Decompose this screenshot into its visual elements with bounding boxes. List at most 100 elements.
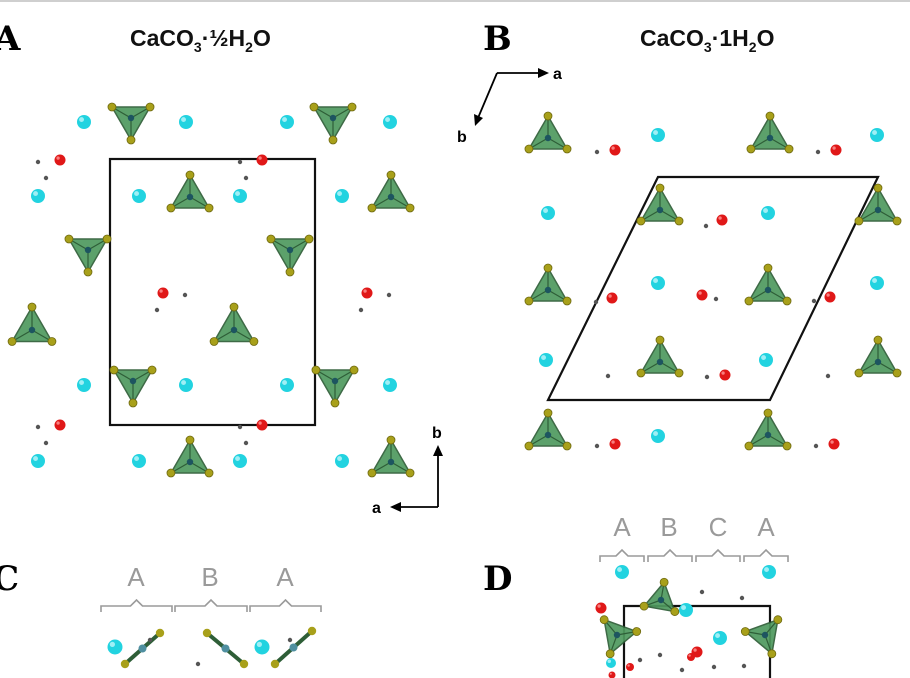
carbonate-triangle-icon xyxy=(740,615,783,659)
panel-d-stack-label-4: A xyxy=(757,512,775,542)
panel-a-formula: CaCO3·½H2O xyxy=(130,25,271,55)
carbonate-triangle-icon xyxy=(524,111,572,154)
water-oxygen-atom-icon xyxy=(54,419,66,431)
hydrogen-atom-icon xyxy=(713,296,719,302)
hydrogen-atom-icon xyxy=(243,440,249,446)
carbonate-triangle-icon xyxy=(107,102,155,145)
panel-d-unit-cell xyxy=(622,604,772,678)
stacking-brace xyxy=(695,548,741,562)
hydrogen-atom-icon xyxy=(815,149,821,155)
hydrogen-atom-icon xyxy=(35,424,41,430)
calcium-atom-icon xyxy=(651,429,665,443)
hydrogen-atom-icon xyxy=(739,595,745,601)
carbonate-triangle-icon xyxy=(744,263,792,306)
calcium-atom-icon xyxy=(335,189,349,203)
panel-c-stack-label-1: A xyxy=(127,562,145,592)
calcium-atom-icon xyxy=(651,128,665,142)
calcium-atom-icon xyxy=(77,115,91,129)
calcium-atom-icon xyxy=(107,639,123,655)
calcium-atom-icon xyxy=(233,454,247,468)
calcium-atom-icon xyxy=(335,454,349,468)
carbonate-triangle-icon xyxy=(311,365,359,408)
water-oxygen-atom-icon xyxy=(824,291,836,303)
calcium-atom-icon xyxy=(759,353,773,367)
hydrogen-atom-icon xyxy=(35,159,41,165)
water-oxygen-atom-icon xyxy=(609,144,621,156)
water-oxygen-atom-icon xyxy=(716,214,728,226)
hydrogen-atom-icon xyxy=(237,159,243,165)
calcium-atom-icon xyxy=(179,115,193,129)
calcium-atom-icon xyxy=(280,378,294,392)
calcium-atom-icon xyxy=(606,658,616,668)
calcium-atom-icon xyxy=(254,639,270,655)
carbonate-triangle-icon xyxy=(64,234,112,277)
water-oxygen-atom-icon xyxy=(608,671,616,678)
carbonate-triangle-icon xyxy=(854,335,902,378)
calcium-atom-icon xyxy=(762,565,776,579)
hydrogen-atom-icon xyxy=(637,657,643,663)
panel-c-label: C xyxy=(0,559,19,599)
water-oxygen-atom-icon xyxy=(719,369,731,381)
carbonate-triangle-icon xyxy=(744,408,792,451)
hydrogen-atom-icon xyxy=(811,298,817,304)
water-oxygen-atom-icon xyxy=(830,144,842,156)
hydrogen-atom-icon xyxy=(386,292,392,298)
water-oxygen-atom-icon xyxy=(595,602,607,614)
panel-b-axis-a-label: a xyxy=(553,66,562,83)
carbonate-triangle-icon xyxy=(7,302,57,346)
hydrogen-atom-icon xyxy=(43,440,49,446)
panel-d-stack-label-1: A xyxy=(613,512,631,542)
water-oxygen-atom-icon xyxy=(828,438,840,450)
calcium-atom-icon xyxy=(713,631,727,645)
water-oxygen-atom-icon xyxy=(361,287,373,299)
hydrogen-atom-icon xyxy=(147,637,153,643)
carbonate-triangle-icon xyxy=(854,183,902,226)
water-oxygen-atom-icon xyxy=(696,289,708,301)
stacking-brace xyxy=(743,548,789,562)
panel-c-stack-label-2: B xyxy=(201,562,218,592)
hydrogen-atom-icon xyxy=(711,664,717,670)
carbonate-triangle-icon xyxy=(636,335,684,378)
carbonate-triangle-icon xyxy=(746,111,794,154)
calcium-atom-icon xyxy=(280,115,294,129)
calcium-atom-icon xyxy=(132,189,146,203)
panel-a-label: A xyxy=(0,19,21,59)
panel-d-stack-label-2: B xyxy=(660,512,677,542)
panel-b-unit-cell xyxy=(546,175,880,402)
carbonate-edge-on-icon xyxy=(202,628,249,669)
panel-d-label: D xyxy=(483,559,512,599)
hydrogen-atom-icon xyxy=(182,292,188,298)
hydrogen-atom-icon xyxy=(43,175,49,181)
calcium-atom-icon xyxy=(179,378,193,392)
carbonate-triangle-icon xyxy=(266,234,314,277)
calcium-atom-icon xyxy=(870,128,884,142)
panel-a-unit-cell xyxy=(108,157,317,427)
water-oxygen-atom-icon xyxy=(256,419,268,431)
hydrogen-atom-icon xyxy=(195,661,201,667)
panel-b-label: B xyxy=(483,19,512,59)
stacking-brace xyxy=(174,598,248,612)
panel-b-axis-b-label: b xyxy=(457,129,467,146)
calcium-atom-icon xyxy=(870,276,884,290)
calcium-atom-icon xyxy=(31,454,45,468)
calcium-atom-icon xyxy=(615,565,629,579)
water-oxygen-atom-icon xyxy=(606,292,618,304)
panel-a-axis-b-label: b xyxy=(432,425,442,442)
calcium-atom-icon xyxy=(541,206,555,220)
carbonate-triangle-icon xyxy=(166,170,214,213)
carbonate-triangle-icon xyxy=(309,102,357,145)
calcium-atom-icon xyxy=(233,189,247,203)
carbonate-triangle-icon xyxy=(367,170,415,213)
carbonate-triangle-icon xyxy=(639,577,680,616)
calcium-atom-icon xyxy=(31,189,45,203)
calcium-atom-icon xyxy=(77,378,91,392)
hydrogen-atom-icon xyxy=(154,307,160,313)
panel-b-formula: CaCO3·1H2O xyxy=(640,25,774,55)
calcium-atom-icon xyxy=(132,454,146,468)
hydrogen-atom-icon xyxy=(703,223,709,229)
water-oxygen-atom-icon xyxy=(54,154,66,166)
hydrogen-atom-icon xyxy=(358,307,364,313)
panel-b-axis-indicator: a b xyxy=(457,66,562,146)
panel-a-axis-a-label: a xyxy=(372,500,381,517)
